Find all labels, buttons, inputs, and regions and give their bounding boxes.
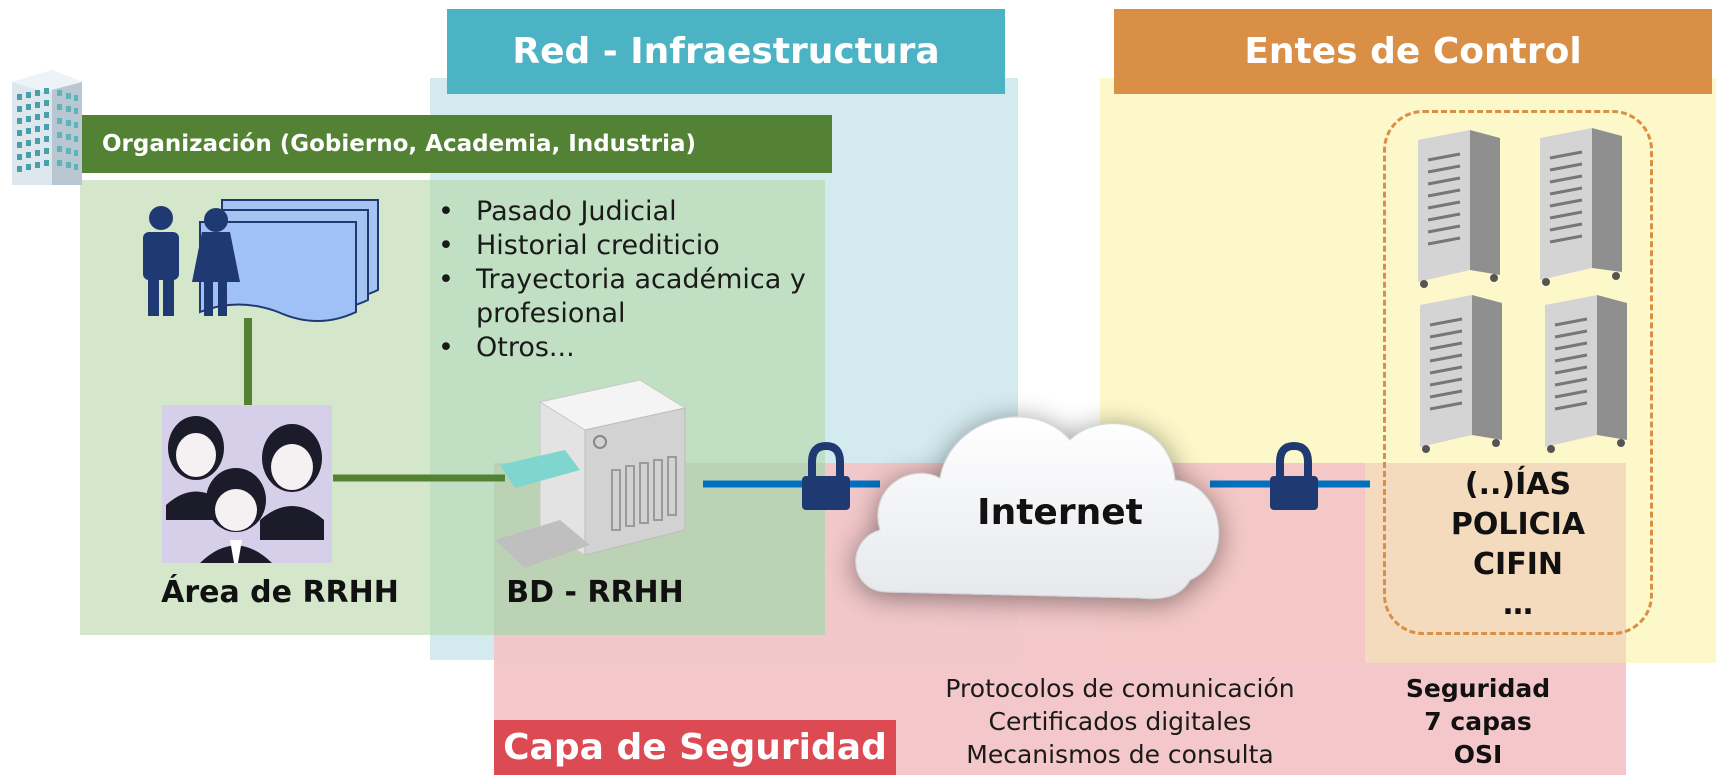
cloud-icon [855, 416, 1220, 600]
security-layer-label: Capa de Seguridad [494, 720, 896, 775]
osi-security-label: Seguridad 7 capas OSI [1378, 672, 1578, 771]
security-mechanism: Protocolos de comunicación [945, 674, 1295, 703]
entity-item: … [1503, 587, 1533, 622]
internet-label: Internet [977, 492, 1143, 533]
server-icon [1418, 130, 1500, 288]
hr-database-label: BD - RRHH [506, 575, 684, 610]
record-item: Otros... [438, 331, 828, 365]
server-icon [1540, 128, 1622, 286]
organization-title: Organización (Gobierno, Academia, Indust… [80, 115, 832, 173]
control-entities-list: (..)ÍAS POLICIA CIFIN … [1398, 465, 1638, 625]
people-documents-icon [143, 199, 379, 322]
red-infrastructure-header: Red - Infraestructura [447, 9, 1005, 94]
security-mechanism: Certificados digitales [988, 707, 1252, 736]
entity-item: POLICIA [1450, 507, 1586, 542]
lock-icon [1270, 441, 1318, 510]
security-mechanisms-list: Protocolos de comunicación Certificados … [920, 672, 1320, 771]
record-item: Trayectoria académica y profesional [438, 263, 828, 331]
osi-line: OSI [1453, 740, 1503, 769]
records-list: Pasado Judicial Historial crediticio Tra… [438, 195, 828, 365]
server-icon [1420, 295, 1502, 453]
building-icon [12, 70, 82, 185]
entity-item: (..)ÍAS [1464, 467, 1572, 502]
hr-area-label: Área de RRHH [161, 575, 399, 610]
osi-line: 7 capas [1424, 707, 1532, 736]
entity-item: CIFIN [1473, 547, 1563, 582]
staff-group-icon [162, 405, 332, 563]
server-icon [1545, 295, 1627, 453]
control-entities-servers-box [1383, 110, 1653, 635]
security-mechanism: Mecanismos de consulta [966, 740, 1274, 769]
record-item: Historial crediticio [438, 229, 828, 263]
database-icon [495, 379, 687, 568]
osi-line: Seguridad [1405, 674, 1551, 703]
lock-icon [802, 441, 850, 510]
control-entities-header: Entes de Control [1114, 9, 1712, 94]
record-item: Pasado Judicial [438, 195, 828, 229]
